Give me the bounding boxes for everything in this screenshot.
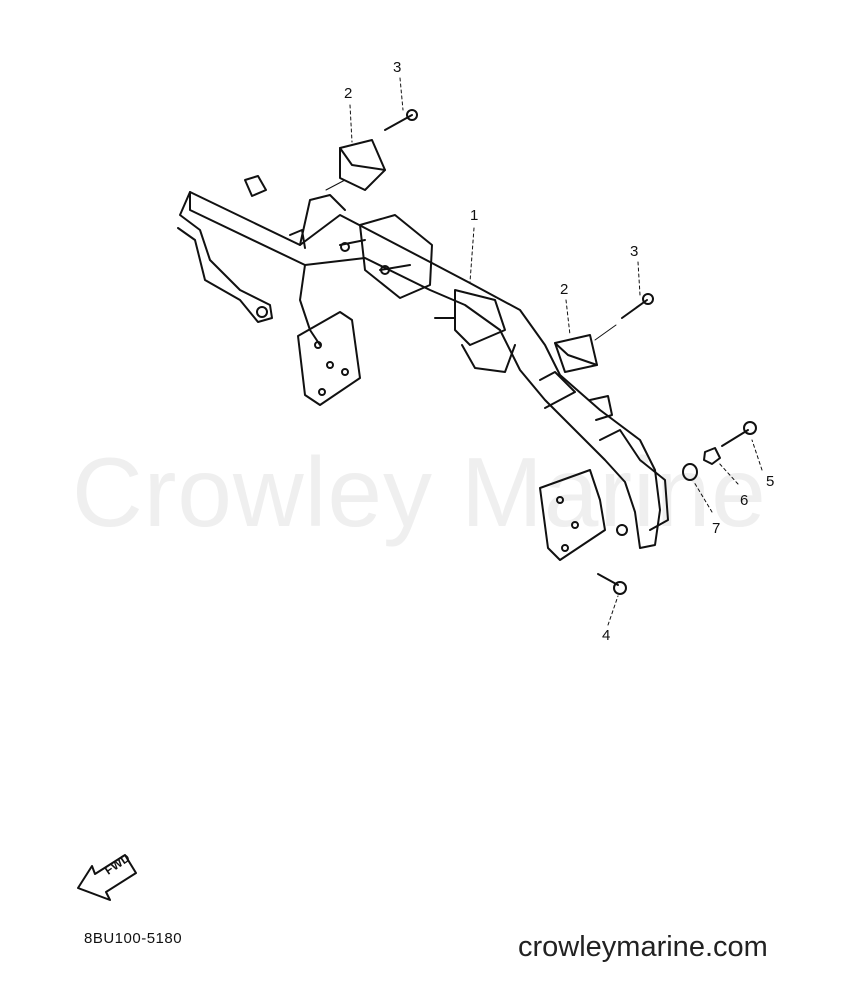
bolt-5 <box>721 421 757 447</box>
leader-lines <box>325 77 763 626</box>
frame-bracket <box>177 175 669 561</box>
callout-4: 4 <box>602 627 611 644</box>
fwd-arrow-icon <box>77 854 137 901</box>
part-code: 8BU100-5180 <box>84 930 183 947</box>
grommet-lower <box>554 334 598 373</box>
screw-lower <box>621 293 654 319</box>
callout-1: 1 <box>470 207 479 224</box>
callout-3-upper: 3 <box>393 59 402 76</box>
bolt-4 <box>597 573 627 595</box>
nut-6 <box>703 447 721 465</box>
watermark-text: Crowley Marine <box>72 437 767 547</box>
site-url: crowleymarine.com <box>518 931 768 963</box>
callout-6: 6 <box>740 492 749 509</box>
washer-7 <box>682 463 698 481</box>
screw-upper <box>384 109 418 131</box>
grommet-upper <box>339 139 386 191</box>
callout-3-lower: 3 <box>630 243 639 260</box>
callout-2-upper: 2 <box>344 85 353 102</box>
callout-2-lower: 2 <box>560 281 569 298</box>
callout-5: 5 <box>766 473 775 490</box>
callout-7: 7 <box>712 520 721 537</box>
